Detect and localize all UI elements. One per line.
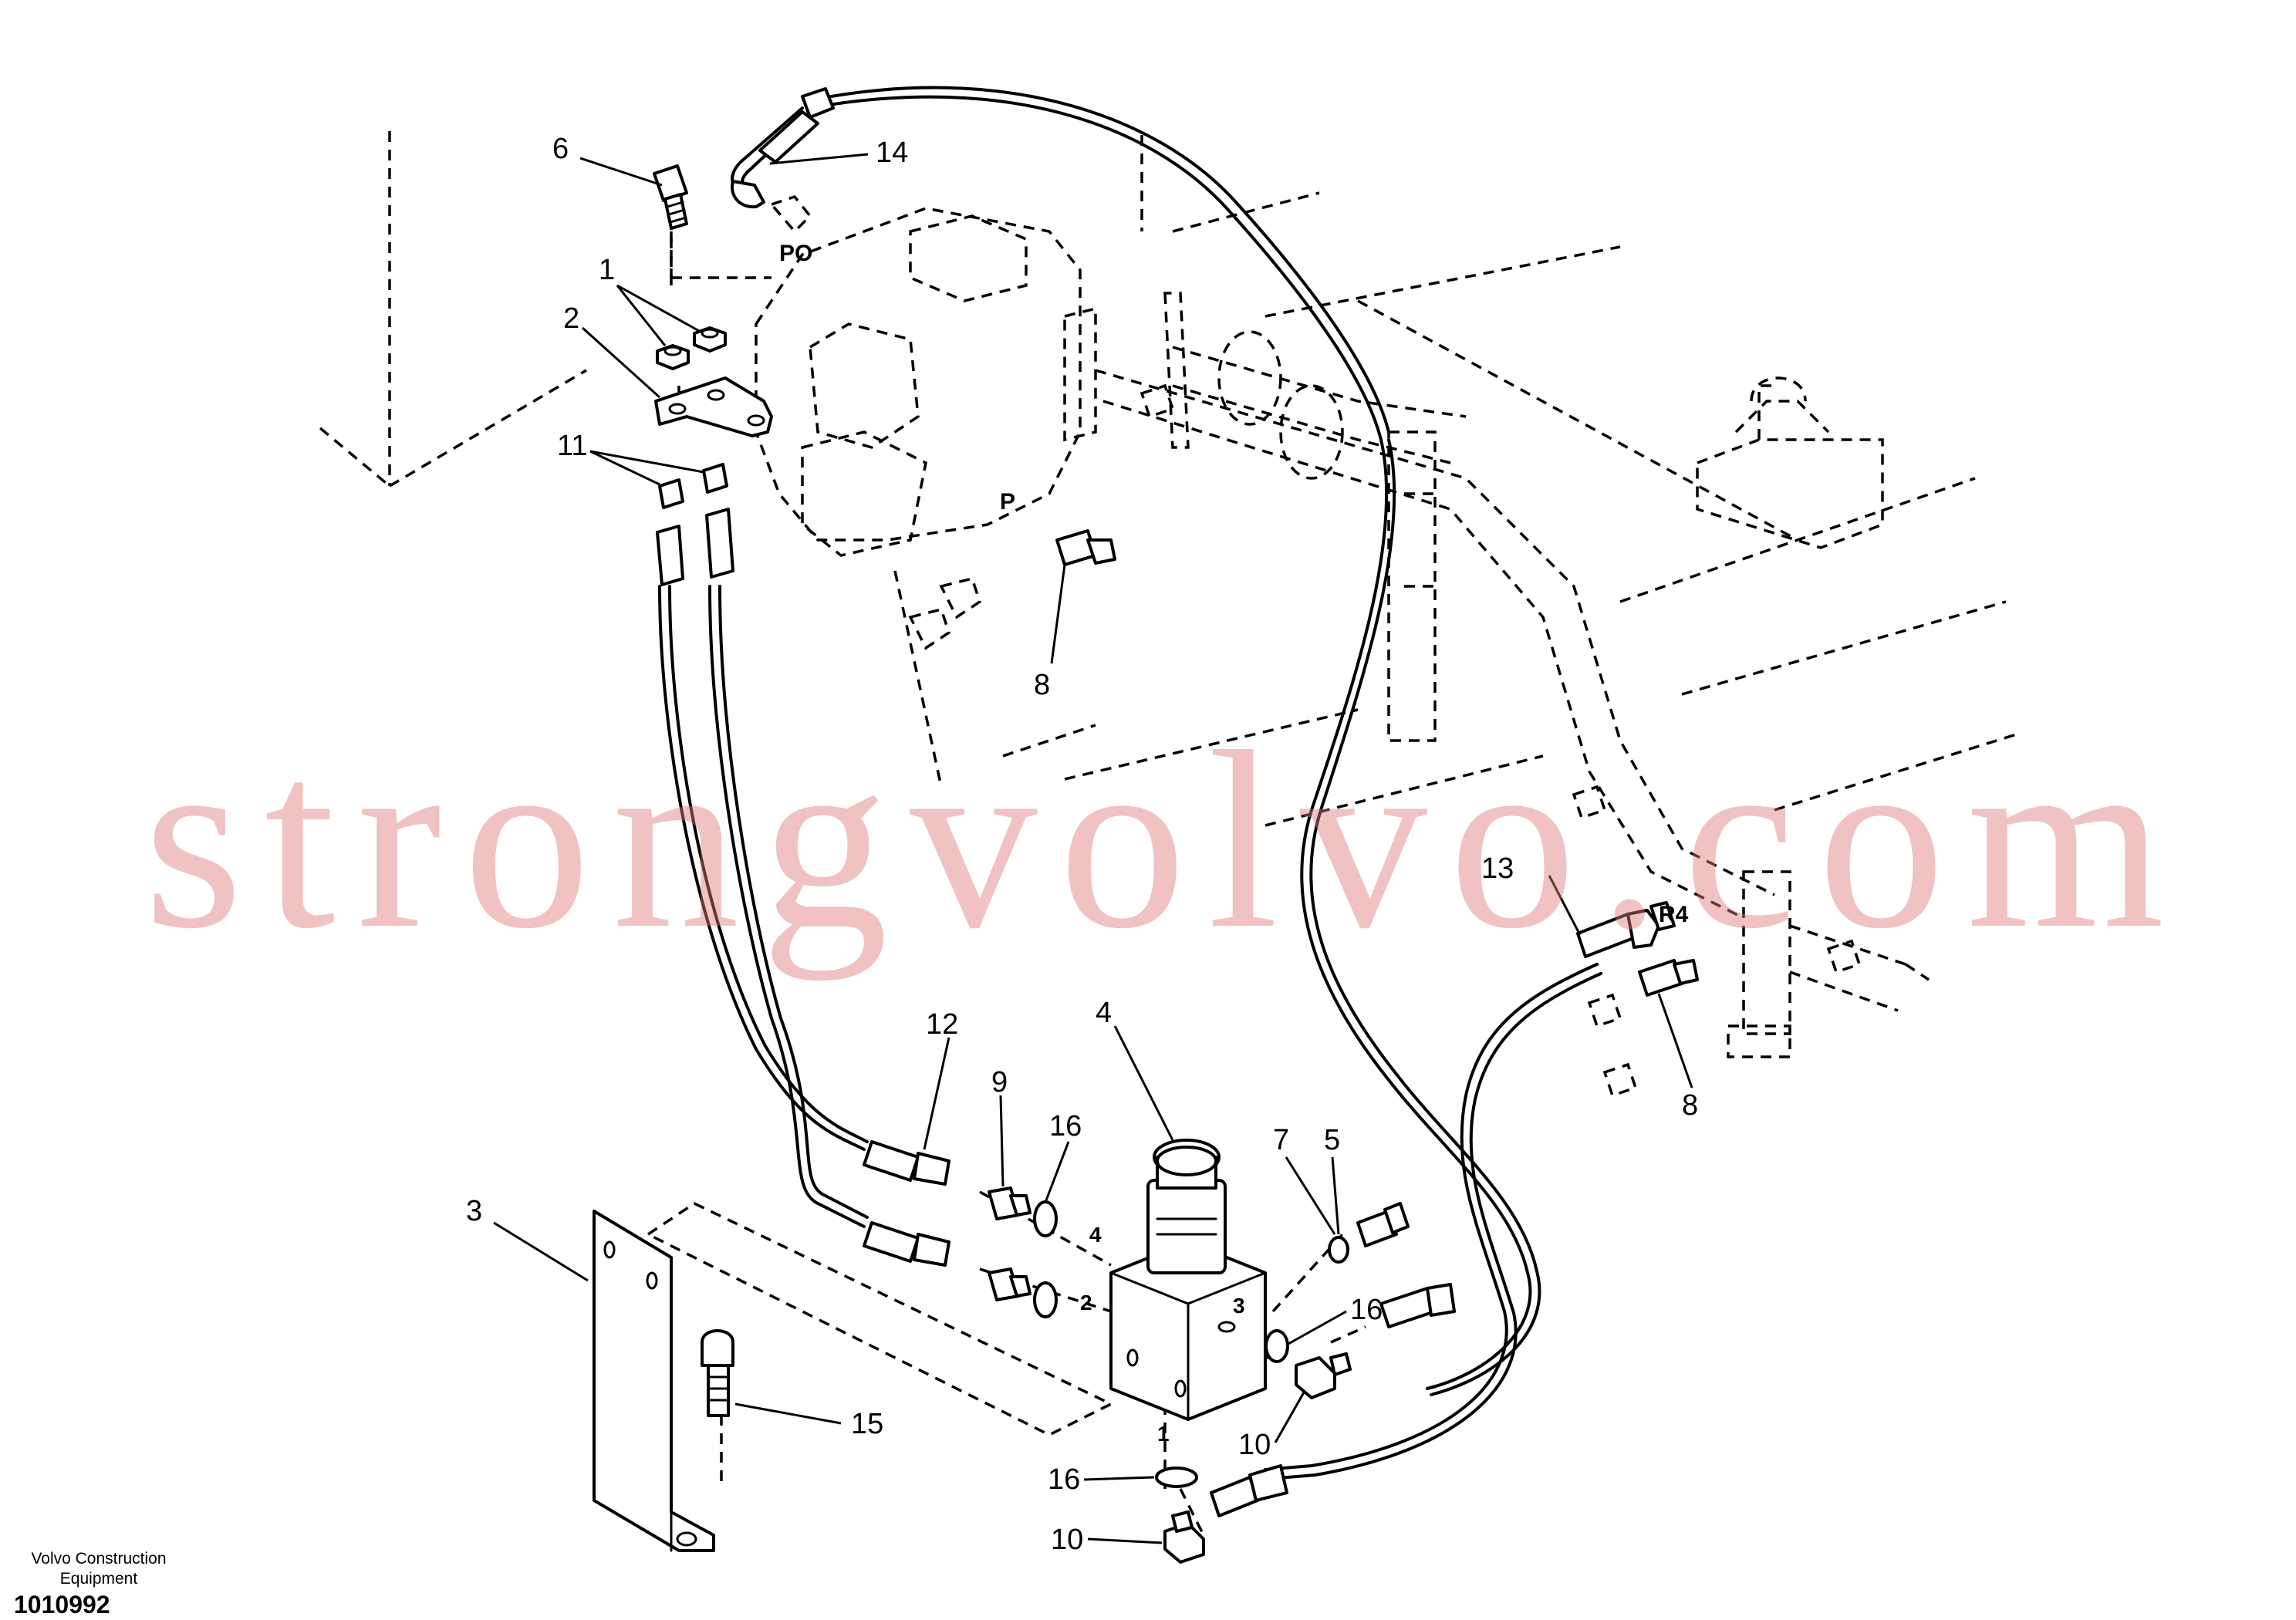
callout-10-right: 10 <box>1238 1429 1271 1461</box>
callout-3: 3 <box>466 1195 482 1227</box>
o-ring-16-icon[interactable] <box>1033 1200 1289 1488</box>
callout-16-right: 16 <box>1350 1294 1383 1326</box>
fitting-11-icon[interactable] <box>656 463 734 586</box>
callout-5: 5 <box>1324 1124 1340 1156</box>
callout-12: 12 <box>926 1008 958 1041</box>
fitting-8-lower-icon[interactable] <box>1638 959 1699 997</box>
callout-15: 15 <box>851 1408 883 1440</box>
port-label-r4: R4 <box>1659 902 1689 927</box>
valve-port-4: 4 <box>1089 1223 1102 1247</box>
port-label-po: PO <box>779 241 812 266</box>
callout-2: 2 <box>563 302 579 335</box>
valve-port-1: 1 <box>1157 1422 1170 1446</box>
nut-1-icon[interactable] <box>656 326 727 370</box>
parts <box>593 87 1699 1564</box>
valve-block-4-icon[interactable] <box>1109 1139 1267 1421</box>
footer-company: Volvo Construction Equipment <box>14 1549 184 1589</box>
valve-port-2: 2 <box>1080 1291 1092 1315</box>
callout-16-lower: 16 <box>1048 1463 1080 1496</box>
adapter-9-icon[interactable] <box>988 1186 1032 1301</box>
fitting-8-upper-icon[interactable] <box>1055 529 1116 566</box>
callout-leaders <box>493 153 1693 1544</box>
callout-8-lower: 8 <box>1682 1089 1698 1122</box>
background-structure <box>319 131 2022 1098</box>
callout-10-lower: 10 <box>1051 1524 1083 1556</box>
callout-numbers: 6 1 2 11 14 8 13 8 12 9 16 4 5 7 16 10 1… <box>466 133 1698 1556</box>
bracket-plate-2-icon[interactable] <box>654 376 773 437</box>
callout-16-upper: 16 <box>1049 1110 1082 1142</box>
hose-fitting-12-icon[interactable] <box>863 1140 950 1267</box>
bolt-15-icon[interactable] <box>701 1329 734 1417</box>
bolt-5-icon[interactable] <box>1356 1202 1410 1247</box>
valve-port-3: 3 <box>1233 1294 1245 1318</box>
footer-company-line2: Equipment <box>59 1570 138 1588</box>
hose-fitting-bottom-icon[interactable] <box>1210 1283 1456 1517</box>
port-labels: PO P R4 4 2 3 1 <box>779 241 1689 1446</box>
hoses <box>658 86 1602 1480</box>
callout-14: 14 <box>876 137 908 169</box>
footer-company-line1: Volvo Construction <box>31 1550 167 1568</box>
bracket-3-icon[interactable] <box>593 1210 715 1552</box>
callout-11: 11 <box>557 430 587 462</box>
callout-4: 4 <box>1096 997 1112 1029</box>
callout-9: 9 <box>991 1066 1008 1099</box>
port-label-p: P <box>1000 489 1015 515</box>
callout-6: 6 <box>552 133 569 165</box>
drawing-number: 1010992 <box>14 1591 110 1618</box>
washer-7-icon[interactable] <box>1328 1236 1349 1264</box>
bolt-6-icon[interactable] <box>653 164 688 230</box>
callout-1: 1 <box>599 254 615 286</box>
callout-8-upper: 8 <box>1034 669 1050 701</box>
callout-7: 7 <box>1273 1124 1289 1156</box>
callout-13: 13 <box>1481 852 1514 885</box>
hose-end-14-icon[interactable] <box>731 87 835 209</box>
fitting-10-icon[interactable] <box>1163 1352 1352 1564</box>
hose-end-13-icon[interactable] <box>1576 901 1676 958</box>
